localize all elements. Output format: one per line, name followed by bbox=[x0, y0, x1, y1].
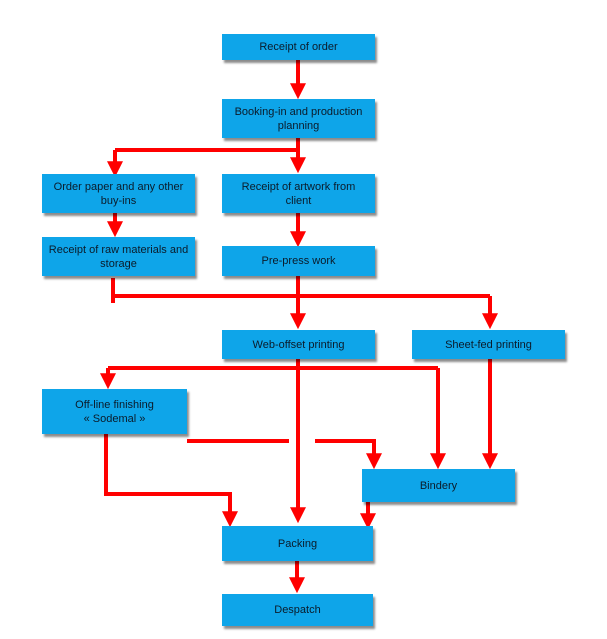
node-offline-finishing: Off-line finishing « Sodemal » bbox=[42, 389, 187, 434]
node-order-paper: Order paper and any other buy-ins bbox=[42, 174, 195, 213]
node-web-offset-printing: Web-offset printing bbox=[222, 330, 375, 359]
arrow-offline-to-bindery bbox=[315, 439, 382, 470]
node-receipt-of-order: Receipt of order bbox=[222, 34, 375, 60]
node-raw-materials: Receipt of raw materials and storage bbox=[42, 237, 195, 276]
node-sheet-fed-printing: Sheet-fed printing bbox=[412, 330, 565, 359]
node-bindery: Bindery bbox=[362, 469, 515, 502]
node-packing: Packing bbox=[222, 526, 373, 561]
arrow-offline-to-packing bbox=[104, 434, 238, 528]
node-despatch: Despatch bbox=[222, 594, 373, 626]
line-booking-split bbox=[115, 138, 300, 152]
node-booking-in: Booking-in and production planning bbox=[222, 99, 375, 138]
node-prepress: Pre-press work bbox=[222, 246, 375, 276]
node-receipt-of-artwork: Receipt of artwork from client bbox=[222, 174, 375, 213]
